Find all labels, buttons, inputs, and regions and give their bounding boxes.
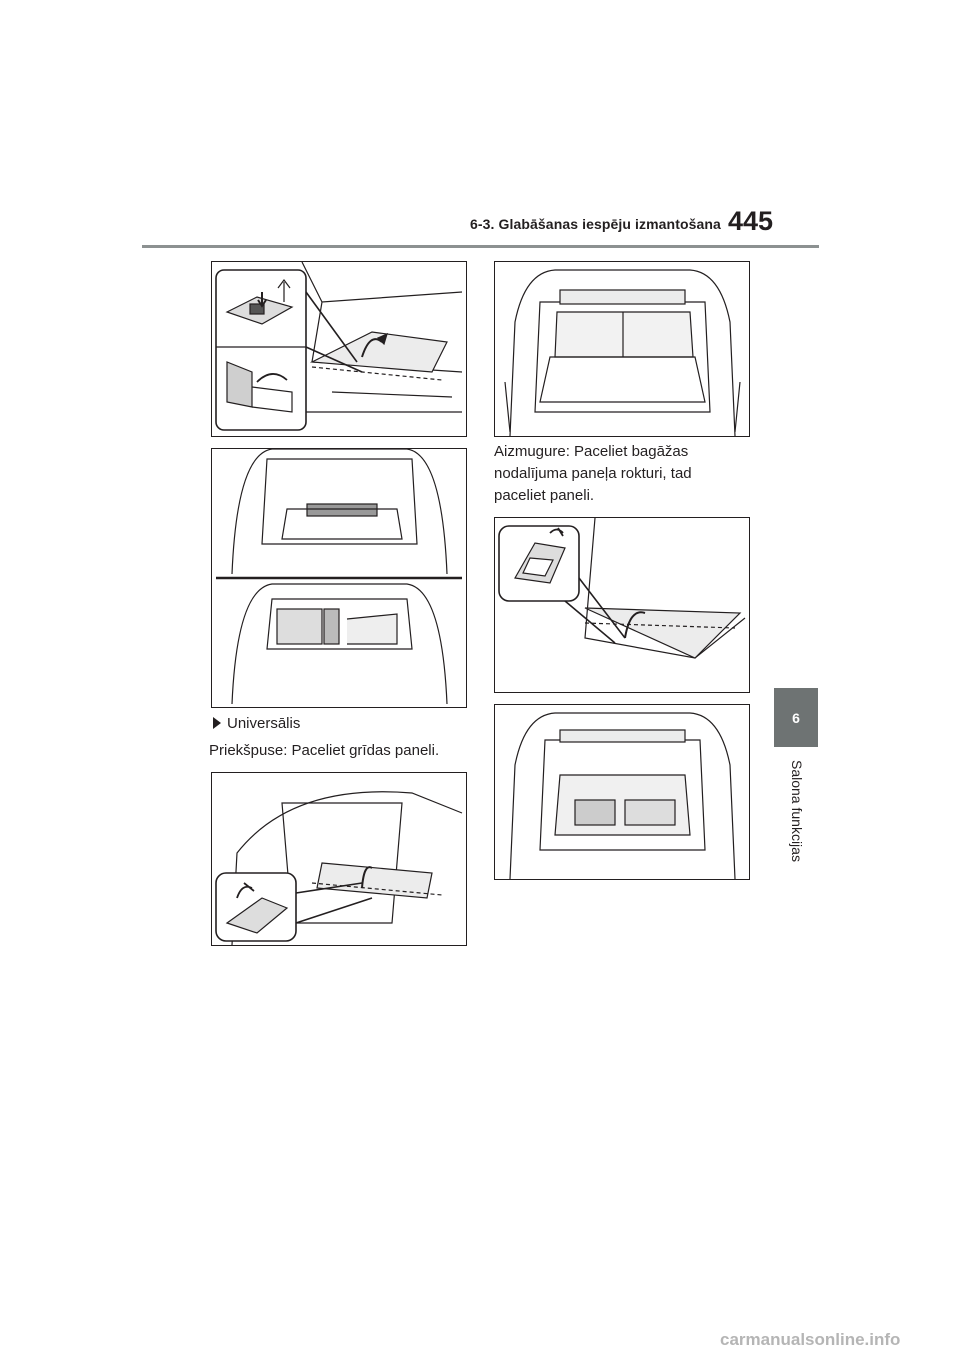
bullet-universalis: Universālis — [213, 715, 300, 732]
figure-trunk-storage — [211, 448, 467, 708]
figure-trunk-floor-lift — [211, 261, 467, 437]
figure-front-floor-lift — [211, 772, 467, 946]
rear-text-line-2: nodalījuma paneļa rokturi, tad — [494, 465, 692, 482]
chapter-number: 6 — [792, 709, 800, 726]
chapter-tab-label: Salona funkcijas — [789, 760, 805, 862]
header-rule — [142, 245, 819, 248]
bullet-label: Universālis — [227, 715, 301, 732]
figure-trunk-deck — [494, 261, 750, 437]
header-title: 6-3. Glabāšanas iespēju izmantošana — [470, 216, 721, 232]
front-text: Priekšpuse: Paceliet grīdas paneli. — [209, 742, 440, 759]
chapter-tab: 6 — [774, 688, 818, 747]
page-number: 445 — [728, 206, 774, 236]
rear-text-line-1: Aizmugure: Paceliet bagāžas — [494, 443, 689, 460]
figure-rear-handle-lift — [494, 517, 750, 693]
watermark: carmanualsonline.info — [720, 1330, 901, 1349]
figure-rear-storage — [494, 704, 750, 880]
rear-text-line-3: paceliet paneli. — [494, 487, 595, 504]
triangle-bullet-icon — [213, 717, 221, 729]
